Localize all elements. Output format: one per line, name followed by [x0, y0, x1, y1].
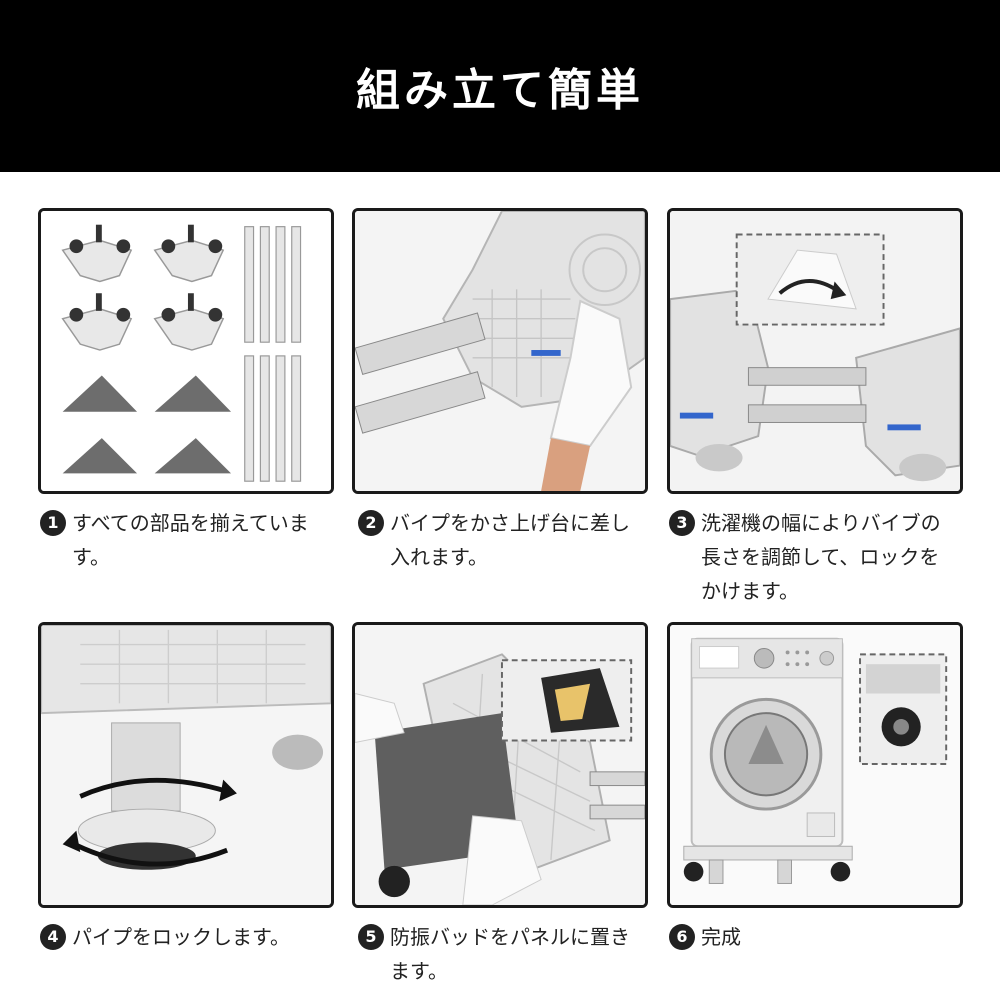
- step-text: 防振バッドをパネルに置きます。: [390, 925, 630, 983]
- step-text: 洗濯機の幅によりバイブの長さを調節して、ロックをかけます。: [701, 511, 941, 603]
- header-banner: 組み立て簡単: [0, 0, 1000, 172]
- step-4-caption: 4 パイプをロックします。: [40, 920, 322, 954]
- lock-pipe-illustration: [41, 625, 331, 905]
- step-2-image: [352, 208, 648, 494]
- step-number-badge: 2: [358, 510, 384, 536]
- step-number-badge: 6: [669, 924, 695, 950]
- gloved-hand-icon: [462, 815, 542, 905]
- rotate-arrow-icon: [778, 279, 840, 295]
- step-3-caption: 3 洗濯機の幅によりバイブの長さを調節して、ロックをかけます。: [669, 506, 951, 608]
- zoom-inset: [735, 233, 885, 326]
- step-5-caption: 5 防振バッドをパネルに置きます。: [358, 920, 640, 988]
- anti-vibration-pad-icon: [62, 375, 232, 474]
- gloved-hand-icon: [549, 299, 633, 448]
- rotate-arrow-icon: [79, 777, 228, 799]
- completed-illustration: [670, 625, 960, 905]
- step-text: パイプをロックします。: [72, 925, 290, 949]
- step-6-image: [667, 622, 963, 908]
- step-4-image: [38, 622, 334, 908]
- insert-pipe-illustration: [355, 211, 645, 491]
- place-pad-illustration: [355, 625, 645, 905]
- step-text: すべての部品を揃えています。: [72, 511, 309, 569]
- pipe-icon: [244, 226, 302, 482]
- step-text: バイプをかさ上げ台に差し入れます。: [390, 511, 630, 569]
- step-number-badge: 1: [40, 510, 66, 536]
- step-5-image: [352, 622, 648, 908]
- step-number-badge: 3: [669, 510, 695, 536]
- parts-illustration: [41, 211, 331, 491]
- step-2-caption: 2 バイプをかさ上げ台に差し入れます。: [358, 506, 640, 574]
- page-title: 組み立て簡単: [356, 65, 644, 116]
- step-number-badge: 5: [358, 924, 384, 950]
- step-3-image: [667, 208, 963, 494]
- step-6-caption: 6 完成: [669, 920, 951, 954]
- step-text: 完成: [701, 925, 741, 949]
- step-1-image: [38, 208, 334, 494]
- step-number-badge: 4: [40, 924, 66, 950]
- step-1-caption: 1 すべての部品を揃えています。: [40, 506, 322, 574]
- adjust-width-illustration: [670, 211, 960, 491]
